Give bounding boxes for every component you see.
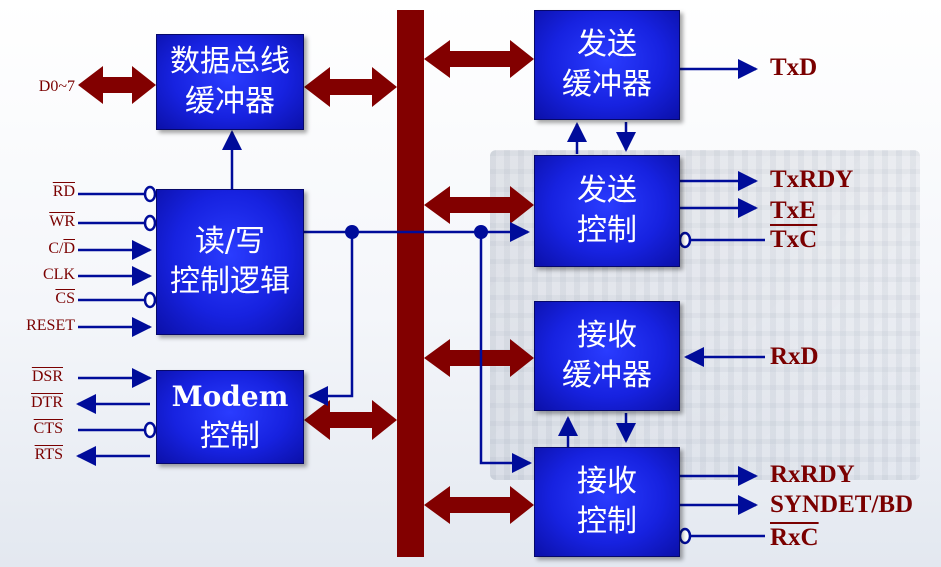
signal-label-cd-prefix: C/ xyxy=(48,240,64,257)
block-label-line2: 控制逻辑 xyxy=(170,264,290,299)
inversion-bubble xyxy=(143,421,157,439)
signal-label-reset: RESET xyxy=(26,317,75,334)
signal-label-cd: C/D xyxy=(48,240,75,258)
signal-label-txd: TxD xyxy=(770,54,818,81)
block-label-line1: 发送 xyxy=(577,27,637,62)
bus-arrow-recv-control xyxy=(424,486,534,524)
send-control-block: 发送 控制 xyxy=(534,155,680,267)
bus-arrow-send-control xyxy=(424,186,534,224)
block-label-line2: 缓冲器 xyxy=(185,84,275,119)
signal-label-d0-7: D0~7 xyxy=(38,78,75,95)
block-label-line2: 控制 xyxy=(577,504,637,539)
signal-label-rts: RTS xyxy=(34,446,63,463)
bus-arrow-data-buffer xyxy=(304,67,397,107)
junction-dot xyxy=(474,225,488,239)
signal-label-dtr: DTR xyxy=(31,394,63,411)
block-label-line2: 缓冲器 xyxy=(562,358,652,393)
signal-label-rxrdy: RxRDY xyxy=(770,461,855,488)
bus-arrow-recv-buffer xyxy=(424,339,534,377)
inversion-bubble xyxy=(143,214,157,232)
signal-label-txe: TxE xyxy=(770,197,816,224)
modem-control-block: Modem 控制 xyxy=(156,370,304,464)
signal-label-txc: TxC xyxy=(770,226,818,253)
signal-label-rxd: RxD xyxy=(770,343,819,370)
wire-control-to-recv xyxy=(479,232,532,473)
inversion-bubble xyxy=(678,231,692,249)
read-write-logic-block: 读/写 控制逻辑 xyxy=(156,189,304,335)
wire-control-to-modem xyxy=(308,232,354,406)
signal-label-cs: CS xyxy=(55,290,75,307)
bus-arrow-d07 xyxy=(78,66,156,104)
bus-arrow-modem xyxy=(304,400,397,440)
block-label-line1: 发送 xyxy=(577,173,637,208)
block-label-line1: 数据总线 xyxy=(170,44,290,79)
block-label-line2: 控制 xyxy=(577,213,637,248)
block-label-line1: 读/写 xyxy=(194,224,266,259)
signal-label-cd-overlined: D xyxy=(63,240,75,257)
receive-control-block: 接收 控制 xyxy=(534,447,680,557)
internal-data-bus xyxy=(397,10,424,557)
signal-label-wr: WR xyxy=(49,213,75,230)
signal-label-dsr: DSR xyxy=(31,368,63,385)
signal-label-rxc: RxC xyxy=(770,524,819,551)
bus-arrow-send-buffer xyxy=(424,40,534,78)
block-label-line1: 接收 xyxy=(577,318,637,353)
signal-label-cts: CTS xyxy=(33,420,63,437)
inversion-bubble xyxy=(143,185,157,203)
block-label-line1: 接收 xyxy=(577,464,637,499)
signal-label-rd: RD xyxy=(52,183,75,200)
send-buffer-block: 发送 缓冲器 xyxy=(534,10,680,120)
signal-label-clk: CLK xyxy=(43,266,75,283)
data-bus-buffer-block: 数据总线 缓冲器 xyxy=(156,34,304,130)
junction-dot xyxy=(345,225,359,239)
receive-buffer-block: 接收 缓冲器 xyxy=(534,301,680,411)
block-label-line1: Modem xyxy=(171,380,289,413)
block-label-line2: 控制 xyxy=(200,419,260,454)
signal-label-txrdy: TxRDY xyxy=(770,166,854,193)
inversion-bubble xyxy=(678,527,692,545)
block-label-line2: 缓冲器 xyxy=(562,67,652,102)
signal-label-syndet: SYNDET/BD xyxy=(770,491,914,518)
inversion-bubble xyxy=(143,291,157,309)
